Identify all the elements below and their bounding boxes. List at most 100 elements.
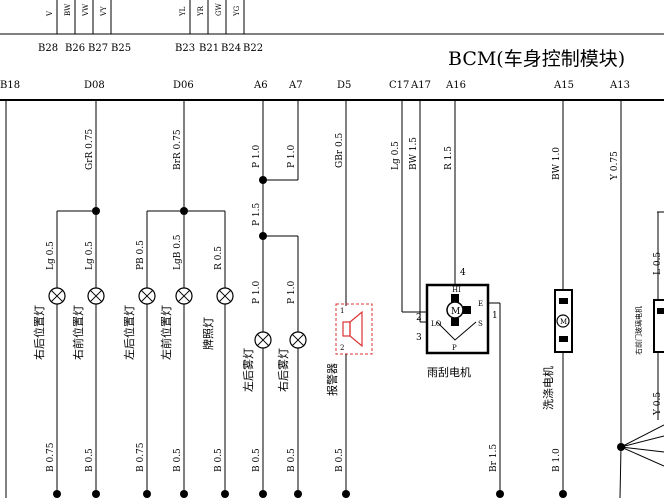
motor-symbol: M [560, 318, 567, 326]
component-label: 洗涤电机 [541, 366, 555, 410]
wiper-pin: 3 [416, 333, 422, 343]
wire-label: B 0.5 [287, 448, 297, 472]
a13-circuit: Y 0.75 [610, 100, 664, 499]
pin-label: B26 [65, 43, 85, 54]
lamp-symbol [48, 287, 66, 305]
wire-label: P 1.0 [252, 280, 262, 304]
bottom-splices [53, 490, 567, 498]
wire-label: Lg 0.5 [85, 241, 95, 270]
component-label: 右前门玻璃电机 [634, 306, 643, 355]
right-motor-circuit: L 0.5 右前门玻璃电机 Y 0.5 [634, 211, 664, 420]
pin-label: B23 [175, 43, 195, 54]
wiper-internal-wire [436, 321, 477, 341]
pin-label: B21 [199, 43, 219, 54]
upper-pin-row: B28 B26 B27 B25 B23 B21 B24 B22 [38, 43, 263, 54]
wiper-terminal: HI [452, 286, 461, 294]
wire-label: Lg 0.5 [391, 141, 401, 170]
washer-brush [559, 336, 568, 342]
wire-branch [620, 446, 664, 467]
top-wire-label: BW [64, 3, 72, 16]
component-label: 左后雾灯 [242, 348, 255, 392]
pin-label: B28 [38, 43, 58, 54]
component-label: 右后雾灯 [276, 348, 290, 392]
splice-dot [180, 490, 188, 498]
washer-motor-icon [556, 314, 570, 328]
wire-label: L 0.5 [653, 252, 663, 275]
splice-dot [259, 490, 267, 498]
lamp-symbol [175, 287, 193, 305]
wire-branch [619, 446, 622, 499]
pin-label: D06 [173, 80, 194, 91]
wiper-pin: 2 [416, 313, 422, 323]
washer-circuit: BW 1.0 M 洗涤电机 [541, 100, 573, 498]
module-title: BCM(车身控制模块) [448, 48, 625, 70]
lamp-symbol [87, 287, 105, 305]
wire-label: BrR 0.75 [173, 129, 183, 170]
component-label: 牌照灯 [201, 317, 215, 350]
top-wire-label: GW [215, 2, 223, 16]
wiper-pin: 1 [492, 311, 498, 321]
d06-circuit: BrR 0.75 PB 0.5 LgB 0.5 R 0.5 [136, 100, 226, 288]
top-wire-label: YG [233, 5, 241, 17]
pin-label: A6 [253, 80, 268, 91]
pin-label: A17 [410, 80, 431, 91]
splice-dot [294, 490, 302, 498]
top-connector: V BW VW VY YL YR GW YG [0, 0, 664, 35]
wire-label: BW 1.0 [552, 147, 562, 180]
wire-label: P 1.0 [252, 144, 262, 168]
top-wire-label: V [46, 10, 54, 17]
splice-dot [496, 490, 504, 498]
pin-label: B25 [111, 43, 131, 54]
wire-label: Br 1.5 [489, 444, 499, 472]
wire-label: B 0.75 [136, 442, 146, 472]
lamp-row-top [48, 287, 234, 305]
wiper-circuit: Lg 0.5 BW 1.5 R 1.5 M HI LO E S P 4 2 3 … [391, 100, 501, 498]
wiper-terminal: LO [431, 320, 442, 328]
wire-label: BW 1.5 [409, 137, 419, 170]
wire-branch [620, 446, 664, 453]
wire-branch [620, 424, 664, 448]
washer-brush [559, 298, 568, 304]
alarm-pin: 2 [340, 344, 344, 352]
wiper-terminal: E [478, 300, 483, 308]
lamp-symbol [138, 287, 156, 305]
alarm-horn-icon [349, 310, 363, 348]
pin-label: A13 [609, 80, 630, 91]
splice-dot [259, 176, 267, 184]
top-wire-label: VW [82, 3, 90, 17]
top-wire-label: YR [197, 5, 205, 17]
wire-label: P 1.0 [287, 144, 297, 168]
wire-label: B 1.0 [552, 448, 562, 472]
right-motor-box [653, 299, 664, 353]
splice-dot [92, 490, 100, 498]
wire-label: P 1.5 [252, 202, 262, 226]
wiper-motor-box [425, 283, 490, 355]
wire-label: Y 0.5 [653, 392, 663, 416]
wire-label: B 0.75 [46, 442, 56, 472]
wire-branch [620, 435, 664, 448]
alarm-pin: 1 [340, 307, 344, 315]
ground-labels: B 0.75 B 0.5 B 0.75 B 0.5 B 0.5 B 0.5 B … [46, 442, 562, 472]
splice-dot [559, 490, 567, 498]
component-label: 左后位置灯 [122, 305, 136, 360]
fog-circuit: P 1.0 P 1.0 P 1.5 P 1.0 P 1.0 左后雾灯 右后雾灯 [242, 100, 307, 498]
alarm-speaker-icon [342, 321, 351, 337]
right-motor-brush [657, 308, 664, 314]
splice-dot [143, 490, 151, 498]
wire-label: B 0.5 [335, 448, 345, 472]
wire-label: GrR 0.75 [85, 129, 95, 170]
pin-label: A16 [445, 80, 466, 91]
top-wire-label: YL [179, 6, 187, 17]
alarm-box [335, 303, 373, 355]
pin-label: B24 [221, 43, 241, 54]
component-label: 左前位置灯 [159, 305, 173, 360]
wire-label: R 1.5 [444, 146, 454, 170]
splice-dot [342, 490, 350, 498]
motor-symbol: M [451, 307, 460, 317]
component-label: 右后位置灯 [32, 305, 46, 360]
wire-label: Y 0.75 [610, 151, 620, 181]
wiper-terminal: P [452, 344, 457, 352]
component-label: 雨刮电机 [427, 365, 471, 379]
